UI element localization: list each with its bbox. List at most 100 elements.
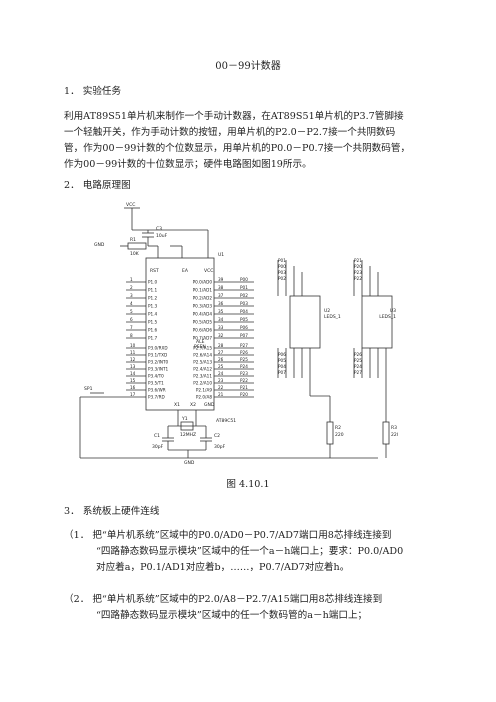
p0-net-label: P01: [240, 285, 248, 290]
p0-net-label: P05: [240, 317, 248, 322]
p2-pin-number: 28: [218, 343, 224, 348]
p1-pin-lines: [126, 281, 146, 339]
p1-pin-name: P1.7: [148, 336, 158, 341]
p1-pin-number: 3: [130, 293, 133, 298]
p2-net-label: P20: [240, 392, 248, 397]
p1-pin-number: 4: [130, 301, 133, 306]
p0-pin-name: P0.5/AD5: [193, 320, 213, 325]
c1-value: 30pF: [152, 444, 164, 450]
p1-pin-number: 1: [130, 277, 133, 282]
chip-label: AT89C51: [216, 418, 236, 424]
p3-pin-number: 13: [130, 364, 136, 369]
u2-top-net-label: P01: [278, 258, 286, 263]
p0-net-label: P07: [240, 333, 248, 338]
section-heading-task: 1． 实验任务: [64, 86, 122, 97]
u2-top-net-label: P00: [278, 264, 286, 269]
u1-label: U1: [218, 252, 224, 258]
p0-net-label: P06: [240, 325, 248, 330]
p3-pin-name: P3.3/INT1: [148, 367, 169, 372]
p3-pin-lines: [126, 347, 146, 398]
p0-pin-number: 34: [218, 317, 224, 322]
u2-bottom-net-label: P06: [278, 352, 286, 357]
p2-pin-number: 27: [218, 350, 224, 355]
p0-pin-number: 39: [218, 277, 224, 282]
u3-bottom-net-label: P27: [354, 370, 362, 375]
p3-pin-name: P3.2/INT0: [148, 360, 169, 365]
p0-pin-name: P0.7/AD7: [193, 336, 213, 341]
x2-pin-label: X2: [190, 402, 196, 408]
p2-pin-name: P2.0/A8: [196, 395, 212, 400]
u2-top-net-label: P02: [278, 276, 286, 281]
u2-bottom-net-label: P04: [278, 364, 286, 369]
section-heading-wiring: 3． 系统板上硬件连线: [64, 506, 160, 517]
p2-pin-name: P2.5/A13: [193, 360, 212, 365]
p1-pin-number: 2: [130, 285, 133, 290]
c2-label: C2: [214, 433, 220, 439]
p3-pin-name: P3.1/TXD: [148, 353, 167, 358]
p2-pin-number: 25: [218, 364, 224, 369]
p1-pin-name: P1.3: [148, 304, 158, 309]
gnd-pin-label: GND: [204, 402, 215, 408]
p0-pin-name: P0.3/AD3: [193, 304, 213, 309]
p1-pin-name: P1.0: [148, 280, 158, 285]
figure-caption: 图 4.10.1: [226, 479, 270, 490]
p2-pin-number: 24: [218, 371, 224, 376]
item2-line-2: “四路静态数码显示模块”区域中的任一个数码管的a－h端口上；: [96, 610, 368, 621]
c2-value: 30pF: [214, 444, 226, 450]
p1-pin-number: 5: [130, 309, 133, 314]
p0-pin-number: 36: [218, 301, 224, 306]
r2-label: R2: [335, 425, 341, 431]
p2-pin-name: P2.7/A15: [193, 346, 212, 351]
p3-pin-name: P3.6/WR: [148, 388, 166, 393]
u3-part: LEDS_1: [379, 314, 396, 320]
p0-pin-name: P0.2/AD2: [193, 296, 213, 301]
u2-top-net-label: P03: [278, 270, 286, 275]
p0-pin-number: 38: [218, 285, 224, 290]
p2-net-label: P24: [240, 364, 248, 369]
p2-net-label: P27: [240, 343, 248, 348]
c3-value: 10uF: [156, 233, 168, 239]
ea-pin-label: EA: [182, 268, 189, 274]
p0-pin-number: 35: [218, 309, 224, 314]
p1-pin-name: P1.5: [148, 320, 158, 325]
task-line-1: 利用AT89S51单片机来制作一个手动计数器，在AT89S51单片机的P3.7管…: [64, 111, 404, 122]
p1-pin-name: P1.2: [148, 296, 158, 301]
p0-pin-number: 33: [218, 325, 224, 330]
y1-label: Y1: [181, 416, 188, 422]
p1-pin-number: 6: [130, 317, 133, 322]
u3-bottom-net-label: P24: [354, 364, 362, 369]
u3-bottom-net-label: P25: [354, 358, 362, 363]
p1-pin-number: 7: [130, 325, 133, 330]
r3-value: 220: [391, 432, 398, 438]
u3-top-net-label: P22: [354, 276, 362, 281]
p1-pin-name: P1.4: [148, 312, 158, 317]
p0-pin-lines: [214, 281, 254, 339]
x1-pin-label: X1: [174, 402, 180, 408]
u2-bottom-net-label: P07: [278, 370, 286, 375]
p0-pin-name: P0.4/AD4: [193, 312, 213, 317]
circuit-schematic: VCC GND C3 10uF R1 10K U1 AT89C51 U2 LED…: [79, 202, 398, 466]
p0-net-label: P04: [240, 309, 248, 314]
ale-pin-label: ALE: [196, 339, 205, 345]
item1-line-1: （1． 把“单片机系统”区域中的P0.0/AD0－P0.7/AD7端口用8芯排线…: [64, 530, 392, 541]
p3-pin-number: 16: [130, 385, 136, 390]
u2-label: U2: [324, 308, 330, 314]
p0-pin-name: P0.6/AD6: [193, 328, 213, 333]
p2-net-label: P25: [240, 357, 248, 362]
p2-pin-name: P2.1/A9: [196, 388, 212, 393]
p1-pin-name: P1.6: [148, 328, 158, 333]
r1-value: 10K: [130, 251, 140, 257]
wiring-item-1: （1． 把“单片机系统”区域中的P0.0/AD0－P0.7/AD7端口用8芯排线…: [64, 528, 434, 576]
y1-value: 12MHZ: [180, 432, 196, 438]
p3-pin-name: P3.0/RXD: [148, 346, 168, 351]
task-paragraph: 利用AT89S51单片机来制作一个手动计数器，在AT89S51单片机的P3.7管…: [64, 109, 424, 173]
p1-pin-name: P1.1: [148, 288, 158, 293]
p2-net-label: P26: [240, 350, 248, 355]
p3-pin-number: 11: [130, 350, 136, 355]
p3-pin-number: 15: [130, 378, 136, 383]
p2-pin-number: 21: [218, 392, 224, 397]
u2-bottom-net-label: P05: [278, 358, 286, 363]
p0-pin-number: 32: [218, 333, 224, 338]
p0-pin-number: 37: [218, 293, 224, 298]
c1-label: C1: [154, 433, 160, 439]
